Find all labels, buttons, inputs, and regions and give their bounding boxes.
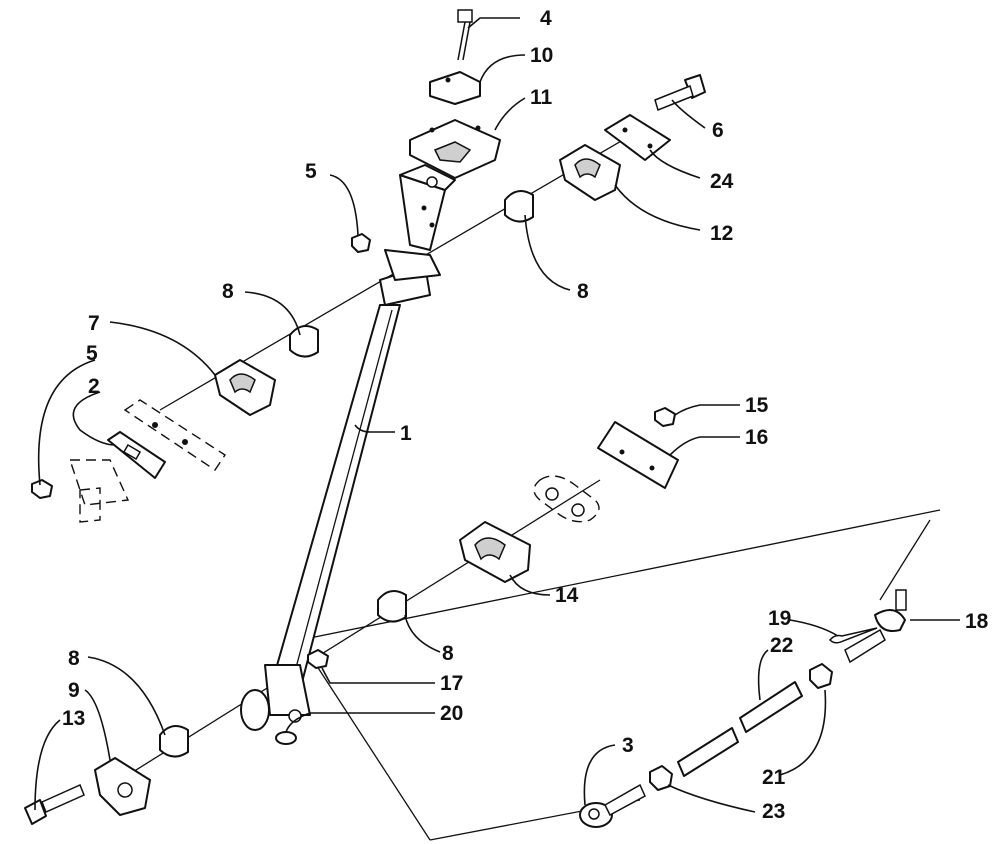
callout-5-upper: 5 <box>305 160 317 183</box>
bushing-8-left-part <box>289 325 319 358</box>
jam-nut-21-part <box>809 663 833 689</box>
callout-3: 3 <box>622 734 634 757</box>
callout-8-middle: 8 <box>442 642 454 665</box>
bolt-13-part <box>24 783 85 825</box>
cap-part <box>429 71 481 105</box>
bolt-4-part <box>457 9 473 61</box>
callout-8-lower: 8 <box>68 647 80 670</box>
bracket-2-part <box>69 431 166 523</box>
callout-12: 12 <box>710 222 733 245</box>
callout-8-upper: 8 <box>577 280 589 303</box>
callout-20: 20 <box>440 702 463 725</box>
tie-rod-22-part <box>677 681 803 777</box>
nut-15-part <box>654 407 676 427</box>
cotter-pin-19-part <box>828 627 878 644</box>
callout-24: 24 <box>710 170 734 193</box>
plate-16-part <box>597 421 679 489</box>
bushing-8-middle-part <box>377 590 407 623</box>
callout-19: 19 <box>768 607 791 630</box>
clamp-7-part <box>214 359 276 416</box>
callout-7: 7 <box>88 312 100 335</box>
bolt-6-part <box>654 74 706 112</box>
upper-block-part <box>409 119 501 179</box>
clamp-14-part <box>459 521 531 583</box>
tie-rod-end-18-part <box>844 589 907 664</box>
steering-post-part <box>240 164 456 731</box>
callout-labels: 4 10 11 5 6 24 12 8 8 7 5 2 1 15 16 14 8… <box>62 7 989 823</box>
callout-1: 1 <box>400 422 412 445</box>
assembly-axis-lines <box>119 129 941 841</box>
dashed-link-plate-part <box>533 475 600 523</box>
clamp-12-part <box>559 144 621 201</box>
callout-14: 14 <box>555 584 579 607</box>
callout-9: 9 <box>68 679 80 702</box>
callout-17: 17 <box>440 672 463 695</box>
dashed-plate-part <box>123 399 226 471</box>
callout-15: 15 <box>745 394 769 417</box>
nut-5-left-part <box>31 479 53 499</box>
plate-24-part <box>604 114 671 161</box>
jam-nut-23-part <box>649 765 673 791</box>
leader-lines <box>34 17 960 813</box>
callout-11: 11 <box>530 86 553 109</box>
callout-18: 18 <box>965 610 989 633</box>
washer-20-part <box>275 731 297 745</box>
callout-13: 13 <box>62 707 85 730</box>
nut-5-upper-part <box>351 233 371 253</box>
callout-6: 6 <box>712 119 724 142</box>
callout-5-left: 5 <box>86 342 98 365</box>
tie-rod-end-3-part <box>579 783 646 828</box>
callout-16: 16 <box>745 426 768 449</box>
bushing-8-lower-part <box>159 725 189 758</box>
callout-10: 10 <box>530 44 553 67</box>
bushing-8-upper-part <box>504 190 534 223</box>
callout-4: 4 <box>540 7 552 30</box>
callout-22: 22 <box>770 634 793 657</box>
callout-8-left: 8 <box>222 280 234 303</box>
callout-21: 21 <box>762 766 786 789</box>
callout-2: 2 <box>88 375 100 398</box>
clamp-9-part <box>94 757 151 816</box>
callout-23: 23 <box>762 800 785 823</box>
nut-17-part <box>307 649 329 669</box>
